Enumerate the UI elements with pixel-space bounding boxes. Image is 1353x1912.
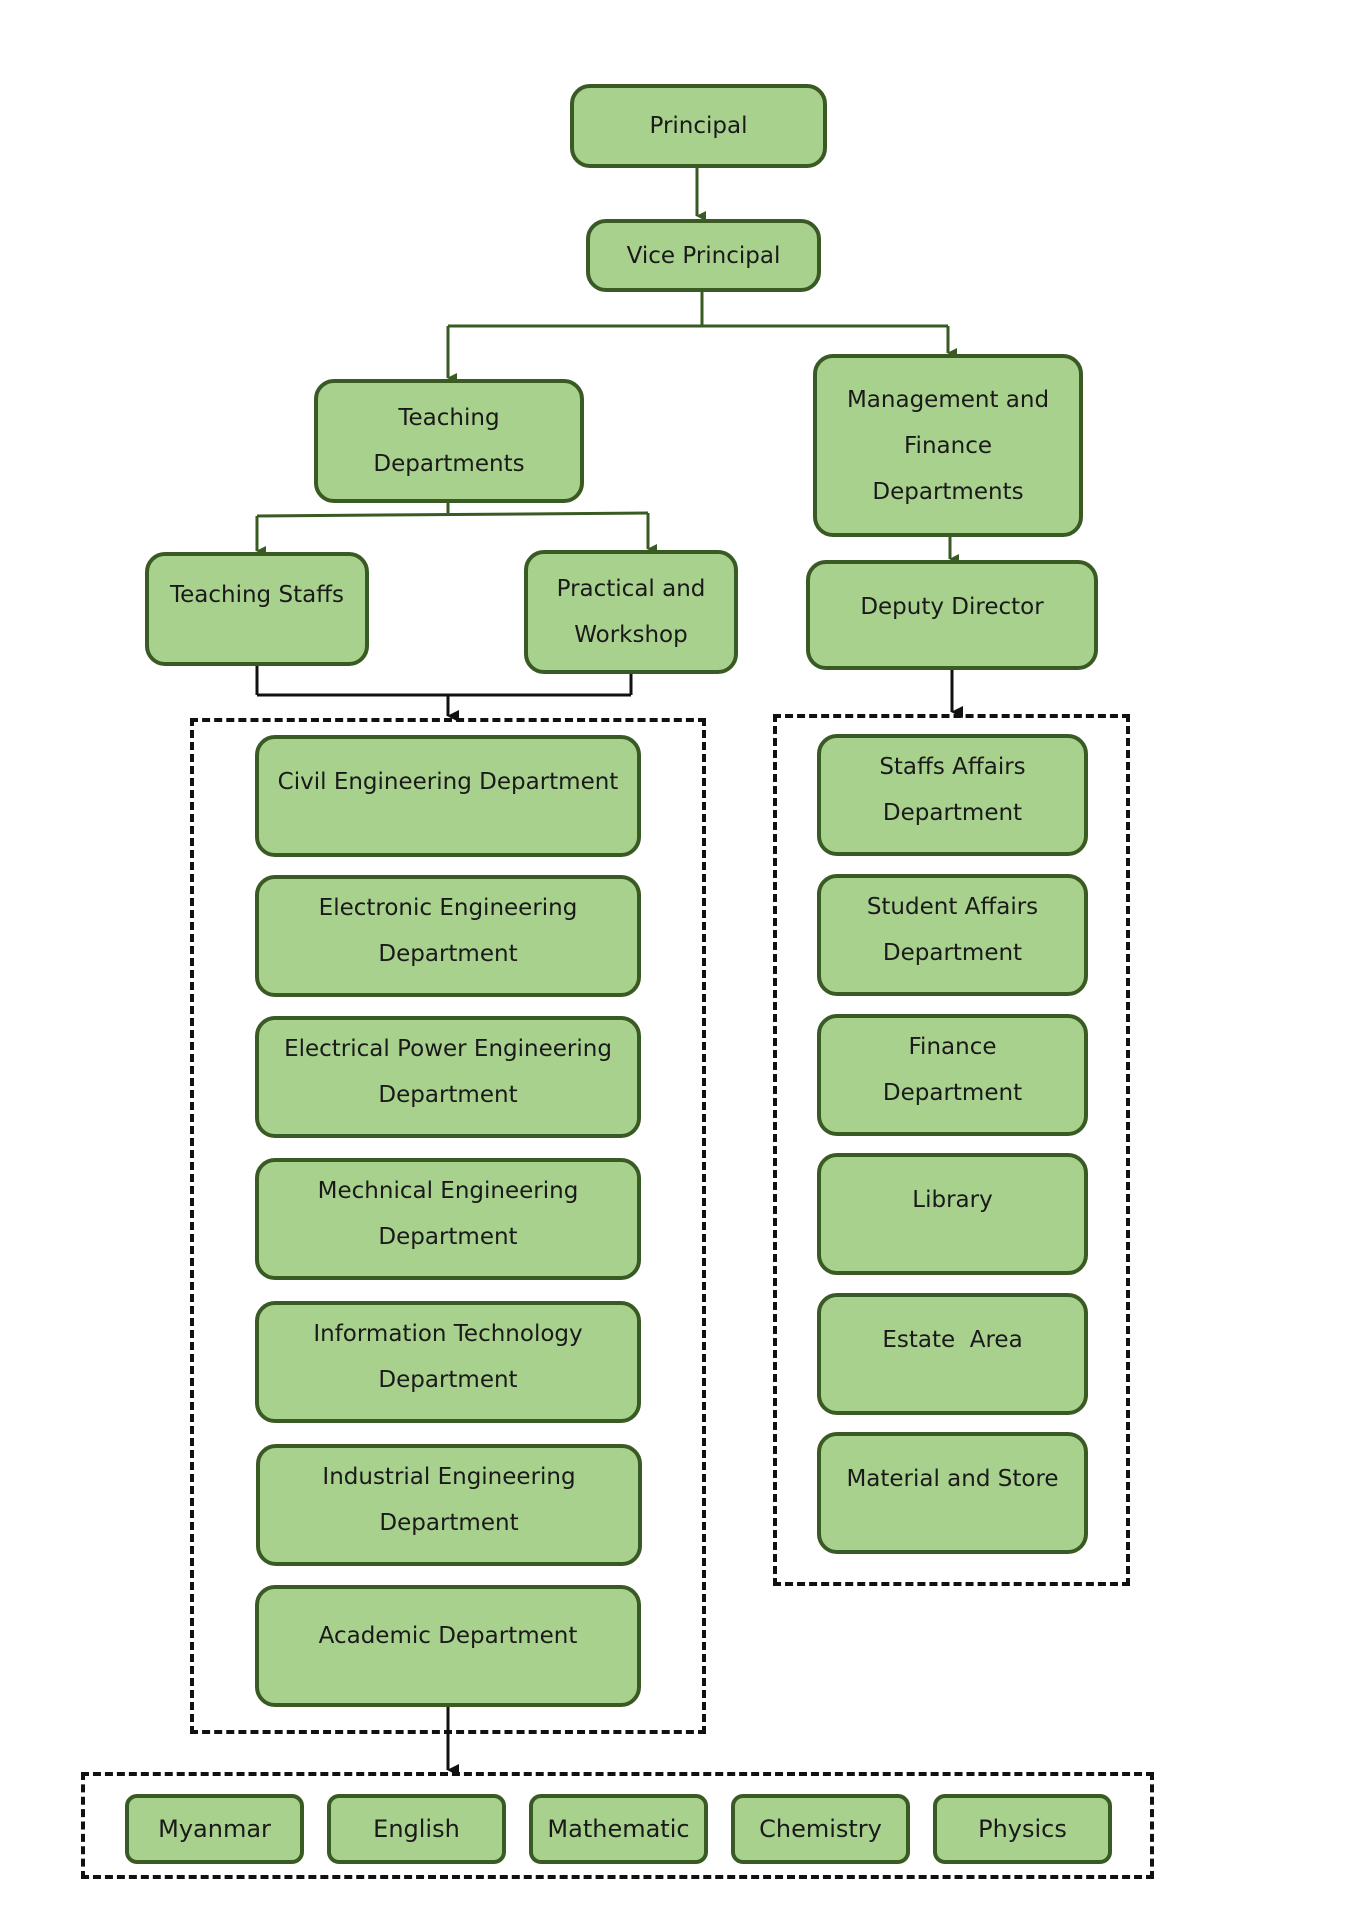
practical-workshop-node: Practical and Workshop <box>524 550 738 674</box>
finance-department-label: Finance Department <box>882 1034 1023 1106</box>
vice-principal-node: Vice Principal <box>586 219 821 292</box>
teaching-departments-node: Teaching Departments <box>314 379 584 503</box>
library-node: Library <box>817 1153 1088 1275</box>
academic-department-label: Academic Department <box>318 1623 578 1649</box>
management-finance-node: Management and Finance Departments <box>813 354 1083 537</box>
mechnical-engineering-label: Mechnical Engineering Department <box>317 1178 579 1250</box>
myanmar-node: Myanmar <box>125 1794 304 1864</box>
chemistry-node: Chemistry <box>731 1794 910 1864</box>
finance-department-node: Finance Department <box>817 1014 1088 1136</box>
electronic-engineering-node: Electronic Engineering Department <box>255 875 641 997</box>
electrical-power-engineering-label: Electrical Power Engineering Department <box>284 1036 612 1108</box>
estate-area-label: Estate Area <box>882 1327 1023 1353</box>
library-label: Library <box>912 1187 993 1213</box>
english-label: English <box>373 1815 460 1843</box>
teaching-staffs-label: Teaching Staffs <box>169 582 345 608</box>
electronic-engineering-label: Electronic Engineering Department <box>318 895 578 967</box>
material-store-node: Material and Store <box>817 1432 1088 1554</box>
english-node: English <box>327 1794 506 1864</box>
teaching-units-group <box>190 718 706 1734</box>
mechnical-engineering-node: Mechnical Engineering Department <box>255 1158 641 1280</box>
deputy-director-label: Deputy Director <box>860 594 1044 620</box>
connector-teaching-bar <box>256 511 649 518</box>
physics-label: Physics <box>978 1815 1067 1843</box>
student-affairs-node: Student Affairs Department <box>817 874 1088 996</box>
principal-label: Principal <box>649 113 748 139</box>
vice-principal-label: Vice Principal <box>626 242 781 269</box>
physics-node: Physics <box>933 1794 1112 1864</box>
staffs-affairs-label: Staffs Affairs Department <box>879 754 1026 826</box>
academic-subjects-group <box>81 1772 1154 1879</box>
estate-area-node: Estate Area <box>817 1293 1088 1415</box>
admin-units-group <box>773 714 1130 1586</box>
mathematic-label: Mathematic <box>547 1815 690 1843</box>
chemistry-label: Chemistry <box>759 1815 882 1843</box>
principal-node: Principal <box>570 84 827 168</box>
deputy-director-node: Deputy Director <box>806 560 1098 670</box>
academic-department-node: Academic Department <box>255 1585 641 1707</box>
mathematic-node: Mathematic <box>529 1794 708 1864</box>
civil-engineering-node: Civil Engineering Department <box>255 735 641 857</box>
staffs-affairs-node: Staffs Affairs Department <box>817 734 1088 856</box>
information-technology-node: Information Technology Department <box>255 1301 641 1423</box>
student-affairs-label: Student Affairs Department <box>866 894 1039 966</box>
electrical-power-engineering-node: Electrical Power Engineering Department <box>255 1016 641 1138</box>
teaching-departments-label: Teaching Departments <box>373 405 525 477</box>
material-store-label: Material and Store <box>846 1466 1059 1492</box>
industrial-engineering-node: Industrial Engineering Department <box>256 1444 642 1566</box>
industrial-engineering-label: Industrial Engineering Department <box>322 1464 576 1536</box>
practical-workshop-label: Practical and Workshop <box>556 576 706 648</box>
civil-engineering-label: Civil Engineering Department <box>277 769 619 795</box>
management-finance-label: Management and Finance Departments <box>846 386 1050 505</box>
myanmar-label: Myanmar <box>158 1815 271 1843</box>
teaching-staffs-node: Teaching Staffs <box>145 552 369 666</box>
information-technology-label: Information Technology Department <box>313 1321 583 1393</box>
